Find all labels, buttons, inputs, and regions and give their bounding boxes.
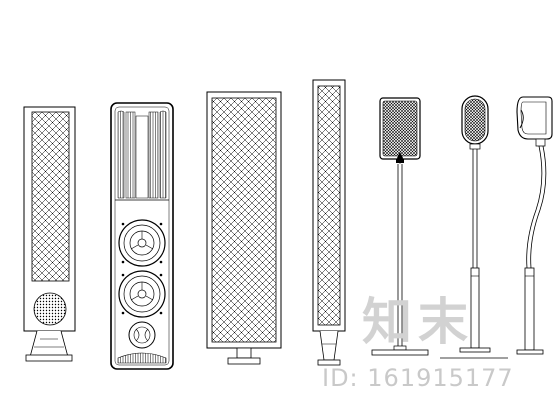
speaker-stand-pill: [440, 95, 508, 359]
speaker-column: [312, 79, 346, 366]
watermark-id-text: ID: 161915177: [322, 364, 514, 392]
speaker-stand-curved: [516, 96, 553, 355]
speaker-stand-box: [371, 97, 429, 356]
speaker-front: [110, 102, 174, 370]
speaker-panel: [206, 91, 282, 365]
watermark-logo-text: 知末: [362, 293, 474, 351]
speaker-cabinet: [23, 106, 76, 362]
